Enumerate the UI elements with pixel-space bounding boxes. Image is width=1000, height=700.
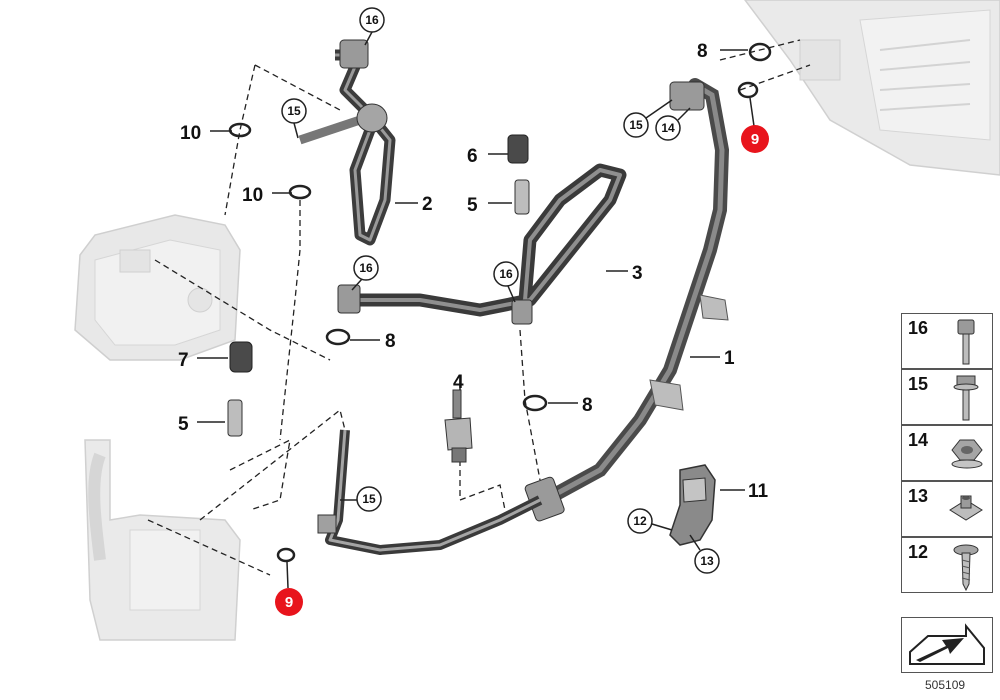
legend-number-16: 16 [908, 318, 929, 338]
legend-row-15: 15 [901, 369, 993, 425]
pressure-sensor [444, 389, 473, 463]
callout-15-upper: 15 [281, 98, 307, 139]
callout-5-lower: 5 [178, 414, 189, 435]
callout-3: 3 [632, 263, 643, 284]
refrigerant-line-1 [524, 78, 730, 522]
callout-13: 13 [689, 534, 720, 574]
compressor-housing [74, 214, 241, 361]
legend-row-arrow [901, 617, 993, 673]
legend-row-14: 14 [901, 425, 993, 481]
clip-nut-icon [949, 495, 983, 521]
svg-text:9: 9 [751, 131, 759, 148]
svg-text:16: 16 [365, 13, 379, 27]
service-caps [227, 134, 530, 437]
callout-11: 11 [748, 481, 769, 502]
screw-washer-icon [953, 544, 979, 592]
right-side-connector [669, 81, 705, 111]
svg-text:14: 14 [661, 121, 675, 135]
refrigerant-line-3 [337, 163, 627, 325]
callout-16-middle: 16 [351, 255, 379, 291]
red-callout-9-left: 9 [275, 561, 303, 616]
callout-16-right: 16 [493, 261, 519, 303]
callout-10-upper: 10 [180, 123, 201, 144]
callout-15-right: 15 [623, 99, 673, 138]
callout-4: 4 [453, 372, 464, 393]
callout-14: 14 [655, 107, 691, 141]
callout-8-middle: 8 [582, 395, 593, 416]
evaporator-housing [744, 0, 1000, 176]
refrigerant-line-2 [298, 39, 396, 246]
bracket-holder [669, 464, 716, 546]
diagram-reference-number: 505109 [925, 678, 966, 692]
callout-8-top: 8 [697, 41, 708, 62]
callout-16-top: 16 [359, 7, 385, 46]
svg-text:15: 15 [362, 492, 376, 506]
direction-arrow-icon [909, 623, 985, 665]
svg-text:15: 15 [629, 118, 643, 132]
legend-row-12: 12 [901, 537, 993, 593]
svg-text:15: 15 [287, 104, 301, 118]
heat-exchanger-housing [84, 439, 241, 641]
callout-5-upper: 5 [467, 195, 478, 216]
dashed-leaders [147, 39, 811, 576]
callout-8-left: 8 [385, 331, 396, 352]
red-callout-9-right: 9 [741, 97, 769, 153]
callout-leaders [197, 49, 748, 501]
hex-nut-icon [951, 439, 983, 469]
legend-number-13: 13 [908, 486, 929, 506]
bolt-hex-socket-icon [957, 319, 975, 365]
legend-row-16: 16 [901, 313, 993, 369]
callout-12: 12 [627, 508, 673, 534]
o-ring-seals [228, 42, 772, 563]
callout-2: 2 [422, 194, 433, 215]
bolt-flange-icon [953, 375, 979, 421]
svg-text:16: 16 [499, 267, 513, 281]
legend-row-13: 13 [901, 481, 993, 537]
callout-7: 7 [178, 350, 189, 371]
legend-number-12: 12 [908, 542, 929, 562]
callout-15-lower: 15 [356, 486, 382, 512]
number-callouts: 10 10 2 6 5 3 8 7 5 4 8 1 11 8 [178, 41, 769, 502]
callout-6: 6 [467, 146, 478, 167]
callout-10-lower: 10 [242, 185, 263, 206]
legend-number-14: 14 [908, 430, 929, 450]
svg-text:13: 13 [700, 554, 714, 568]
suction-line-lower [317, 429, 543, 555]
svg-text:16: 16 [359, 261, 373, 275]
legend-number-15: 15 [908, 374, 929, 394]
svg-text:12: 12 [633, 514, 647, 528]
callout-1: 1 [724, 348, 735, 369]
circled-callouts: 16 15 16 16 15 15 14 12 [281, 7, 720, 574]
svg-text:9: 9 [285, 594, 293, 611]
